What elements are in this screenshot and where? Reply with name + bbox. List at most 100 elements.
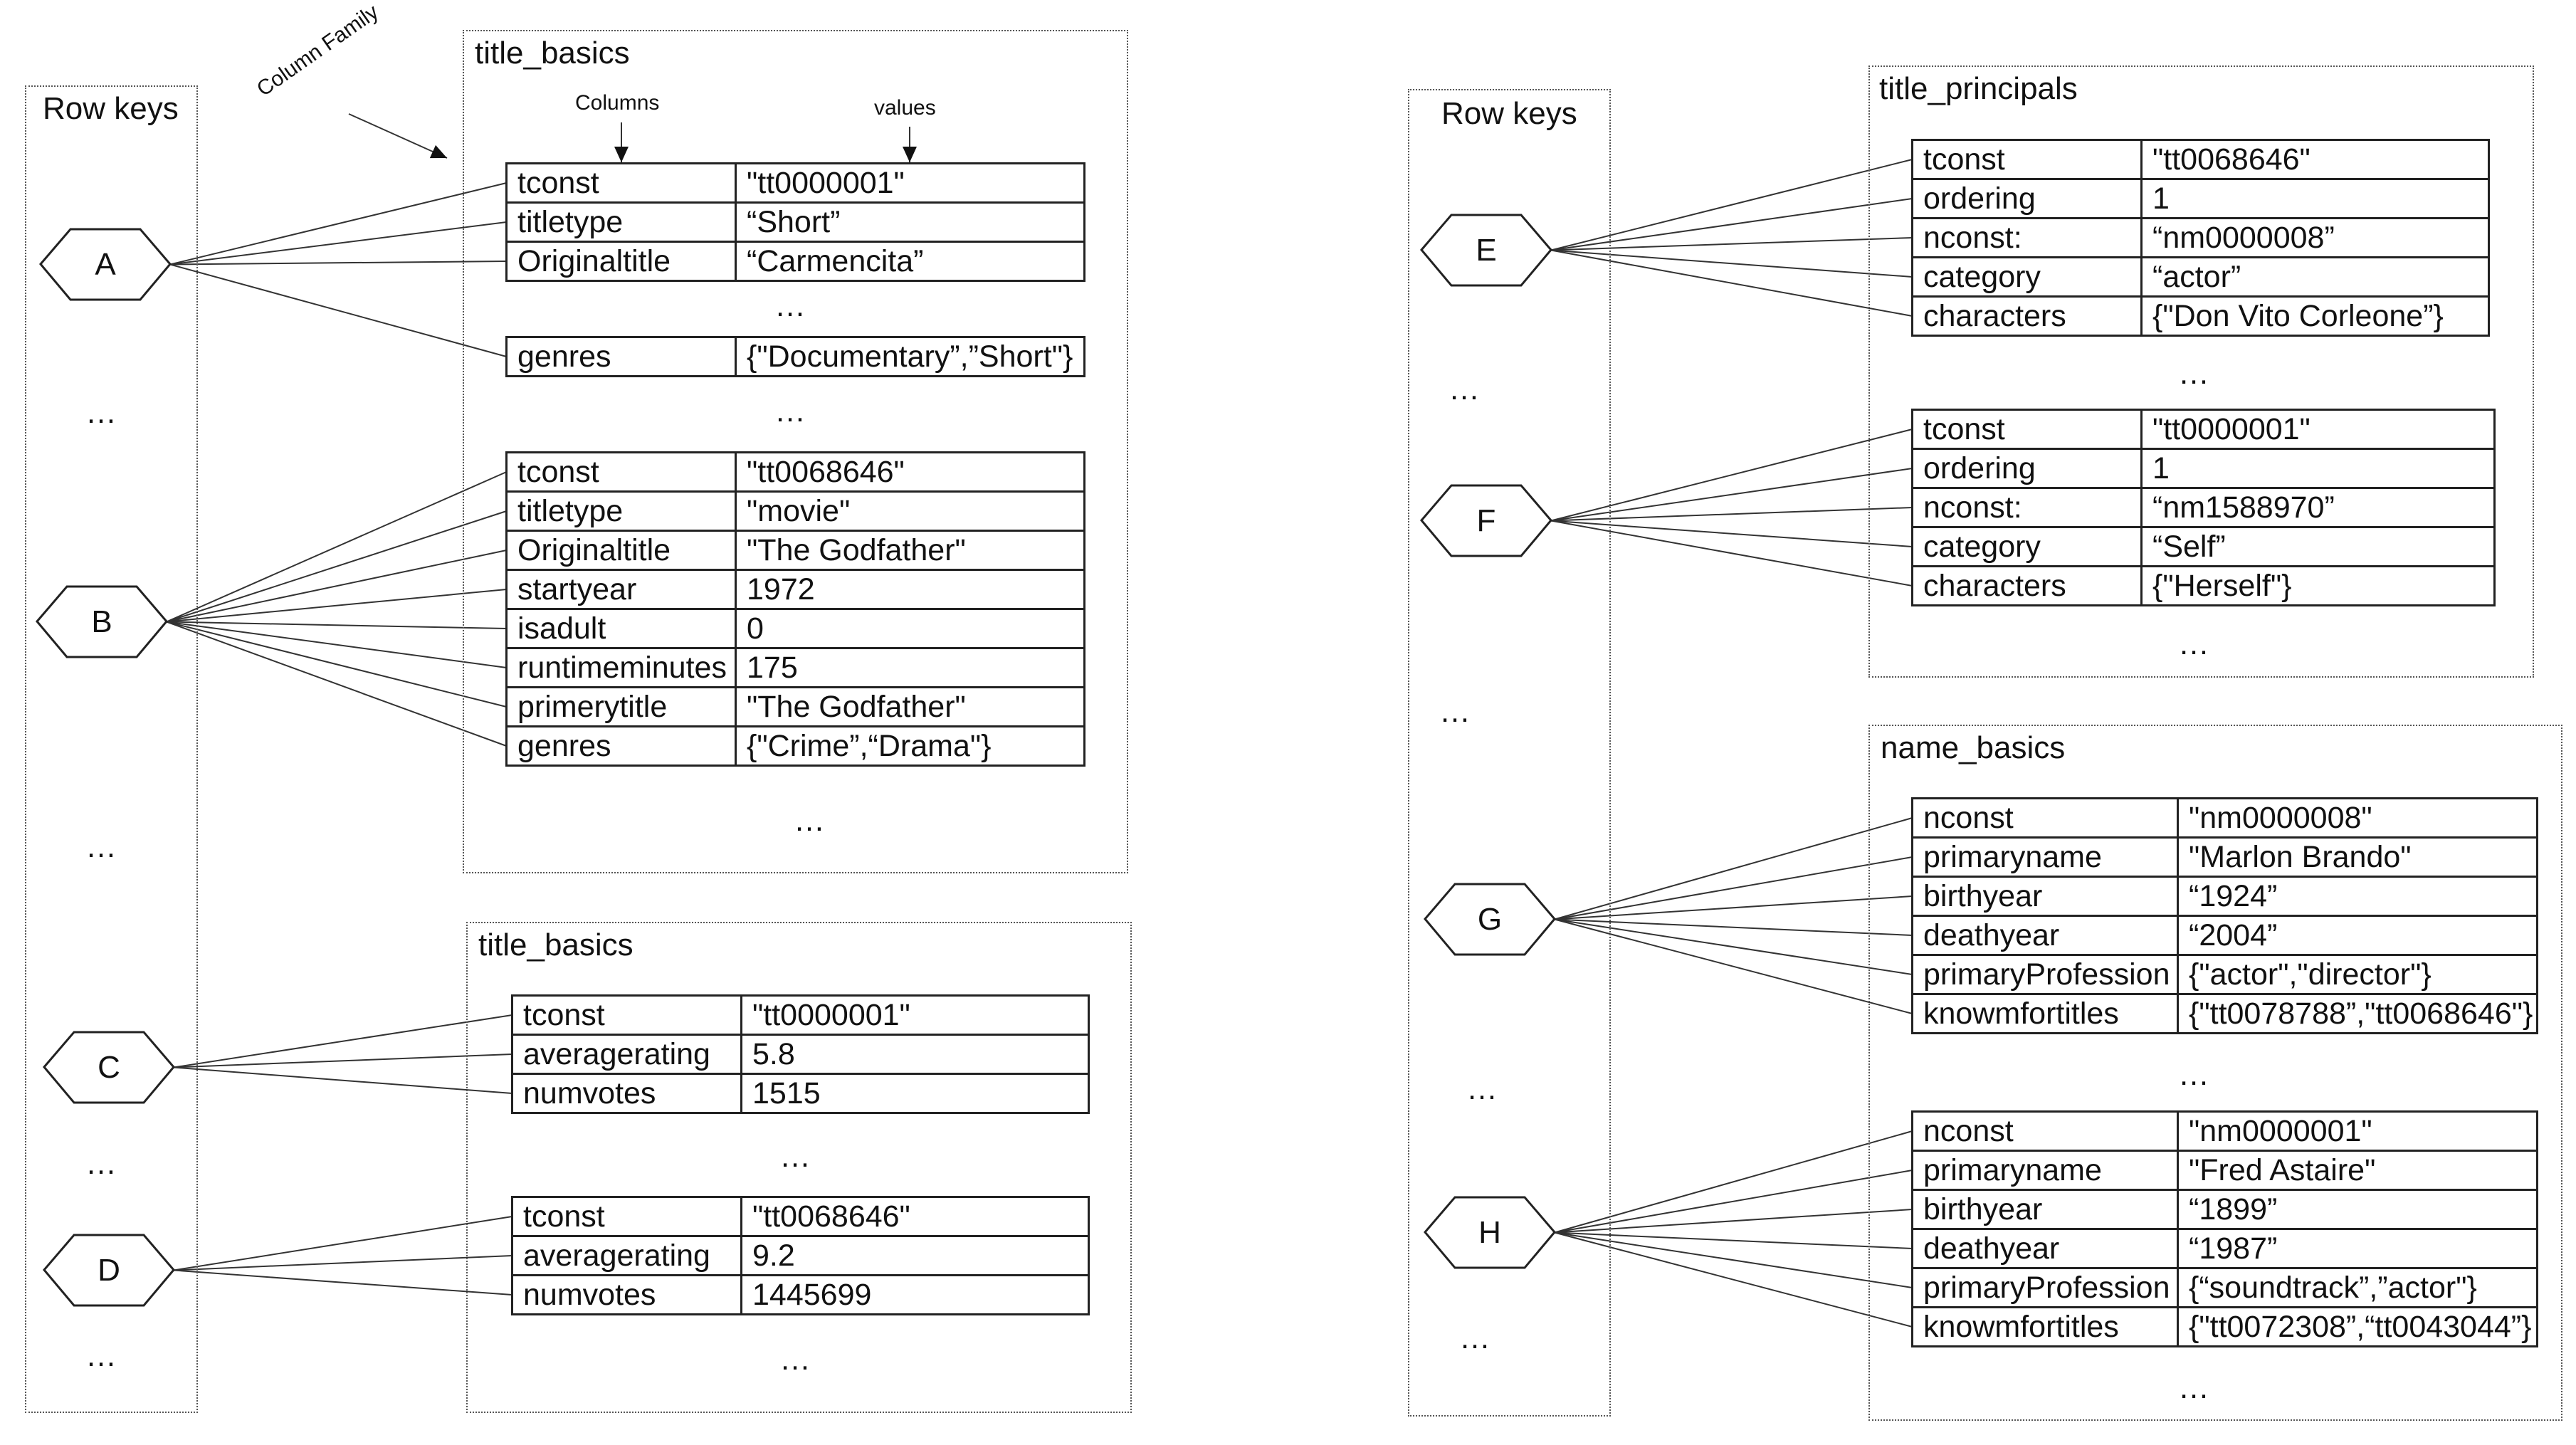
values-arrow-head (903, 147, 917, 162)
column-name: genres (505, 336, 737, 377)
row-key-f: F (1420, 484, 1552, 557)
row-b-columns-table: tconst "tt0068646" titletype"movie" Orig… (505, 451, 1085, 767)
table-row: primaryname "Fred Astaire" (1911, 1150, 2538, 1191)
connector-line (173, 1269, 512, 1296)
row-key-e-label: E (1476, 233, 1497, 268)
connector-line (173, 1066, 512, 1094)
row-key-g: G (1424, 883, 1556, 956)
row-key-d: D (43, 1234, 175, 1307)
column-name: titletype (505, 201, 737, 243)
column-family-title-basics-1 (463, 30, 1128, 873)
column-name: characters (1911, 295, 2143, 337)
connector-line (1550, 429, 1913, 522)
column-family-title-basics-2 (466, 922, 1132, 1413)
row-key-b: B (36, 585, 168, 658)
column-value: "The Godfather" (735, 530, 1085, 571)
connector-line (1550, 249, 1913, 278)
table-row: birthyear“1924” (1911, 876, 2538, 917)
ellipsis: … (85, 829, 117, 864)
column-value: “1924” (2177, 876, 2538, 917)
connector-line (1550, 507, 1913, 522)
connector-line (1550, 520, 1913, 587)
table-row: titletype"movie" (505, 490, 1085, 532)
connector-line (1550, 520, 1913, 547)
table-row: characters{"Herself"} (1911, 565, 2496, 606)
table-row: primaryname"Marlon Brando" (1911, 836, 2538, 878)
row-h-columns-table: nconst"nm0000001" primaryname "Fred Asta… (1911, 1110, 2538, 1347)
row-key-a-label: A (95, 247, 116, 282)
column-name: knowmfortitles (1911, 1306, 2179, 1347)
row-key-c: C (43, 1031, 175, 1104)
row-keys-label-left: Row keys (43, 91, 179, 126)
column-value: “nm0000008” (2140, 217, 2490, 258)
column-name: Originaltitle (505, 241, 737, 282)
row-a-columns-table: tconst"tt0000001" titletype“Short” Origi… (505, 162, 1085, 282)
column-value: “Carmencita” (735, 241, 1085, 282)
column-value: "Marlon Brando" (2177, 836, 2538, 878)
column-name: Originaltitle (505, 530, 737, 571)
ellipsis: … (774, 288, 806, 323)
connector-line (1554, 1209, 1913, 1234)
column-value: {"tt0072308”,“tt0043044”} (2177, 1306, 2538, 1347)
column-value: "movie" (735, 490, 1085, 532)
row-g-columns-table: nconst"nm0000008" primaryname"Marlon Bra… (1911, 797, 2538, 1034)
column-name: tconst (505, 162, 737, 204)
column-value: "The Godfather" (735, 686, 1085, 727)
connector-line (173, 1255, 512, 1271)
column-value: {"tt0078788”,"tt0068646"} (2177, 993, 2538, 1034)
column-name: deathyear (1911, 1228, 2179, 1269)
table-row: nconst:“nm1588970” (1911, 487, 2496, 528)
row-key-d-label: D (98, 1253, 120, 1288)
column-value: "nm0000008" (2177, 797, 2538, 839)
connector-line (173, 1014, 512, 1068)
row-key-c-label: C (98, 1050, 120, 1085)
column-name: deathyear (1911, 915, 2179, 956)
column-value: “2004” (2177, 915, 2538, 956)
column-name: averagerating (511, 1235, 742, 1276)
column-value: 1445699 (740, 1274, 1090, 1315)
column-family-title: name_basics (1881, 730, 2066, 765)
column-name: numvotes (511, 1073, 742, 1114)
column-value: “nm1588970” (2140, 487, 2496, 528)
table-row: category“Self” (1911, 526, 2496, 567)
column-value: 9.2 (740, 1235, 1090, 1276)
ellipsis: … (85, 1338, 117, 1373)
ellipsis: … (2178, 1370, 2209, 1405)
table-row: characters{"Don Vito Corleone”} (1911, 295, 2490, 337)
row-key-a: A (39, 228, 172, 301)
column-name: primaryname (1911, 1150, 2179, 1191)
column-value: “actor” (2140, 256, 2490, 298)
ellipsis: … (1439, 694, 1471, 729)
row-key-g-label: G (1477, 902, 1503, 937)
row-key-h: H (1424, 1196, 1556, 1269)
table-row: knowmfortitles{"tt0078788”,"tt0068646"} (1911, 993, 2538, 1034)
row-key-h-label: H (1478, 1215, 1501, 1250)
table-row: nconst:“nm0000008” (1911, 217, 2490, 258)
column-name: nconst (1911, 1110, 2179, 1152)
connector-line (1554, 1231, 1913, 1328)
column-value: "tt0000001" (740, 994, 1090, 1036)
table-row: tconst"tt0000001" (505, 162, 1085, 204)
connector-line (1550, 249, 1913, 317)
column-name: birthyear (1911, 1189, 2179, 1230)
column-name: tconst (511, 994, 742, 1036)
column-value: {"actor","director"} (2177, 954, 2538, 995)
connector-line (1554, 1231, 1913, 1249)
connector-line (1554, 1231, 1913, 1288)
column-name: tconst (505, 451, 737, 493)
ellipsis: … (774, 394, 806, 429)
column-value: “1899” (2177, 1189, 2538, 1230)
table-row: genres{"Documentary”,”Short"} (505, 336, 1085, 377)
connector-line (173, 1053, 512, 1068)
ellipsis: … (779, 1342, 811, 1377)
table-row: birthyear“1899” (1911, 1189, 2538, 1230)
connector-line (166, 471, 507, 623)
connector-line (166, 621, 507, 747)
column-family-title-principals (1868, 65, 2534, 678)
columns-annotation: Columns (575, 91, 660, 115)
